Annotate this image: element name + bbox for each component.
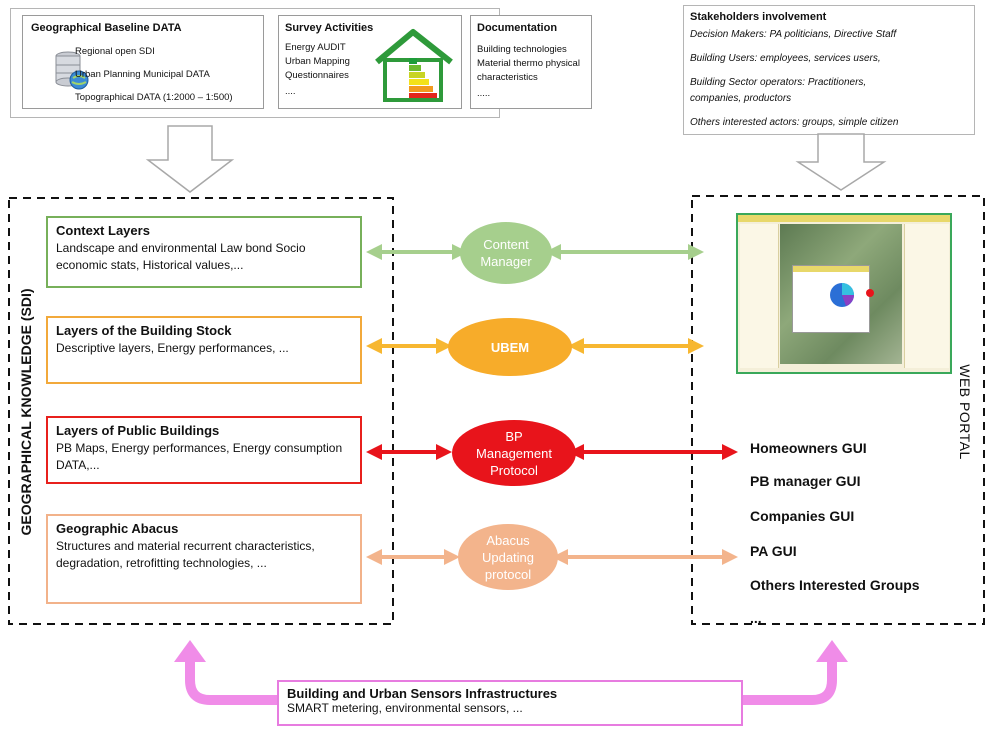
layer-public-buildings-desc: PB Maps, Energy performances, Energy con… [56, 441, 343, 472]
documentation-title: Documentation [477, 22, 558, 34]
baseline-box: Geographical Baseline DATA Regional open… [22, 15, 264, 109]
baseline-title: Geographical Baseline DATA [31, 22, 182, 34]
stakeholders-title: Stakeholders involvement [690, 11, 827, 23]
documentation-line-3: characteristics [477, 72, 538, 83]
protocol-ubem-label: UBEM [490, 339, 530, 355]
sensor-arrow-left [174, 640, 280, 705]
documentation-line-1: Building technologies [477, 44, 567, 55]
portal-thumb-legend [904, 224, 949, 368]
protocol-ubem: UBEM [448, 318, 572, 376]
sensors-title: Building and Urban Sensors Infrastructur… [287, 686, 558, 701]
layer-context-title: Context Layers [56, 223, 150, 238]
protocol-bp-management: BP Management Protocol [452, 420, 576, 486]
survey-line-4: .... [285, 86, 296, 97]
layer-geographic-abacus-title: Geographic Abacus [56, 521, 179, 536]
gui-homeowners: Homeowners GUI [750, 440, 867, 456]
stakeholders-line-3: Building Sector operators: Practitioners… [690, 77, 867, 88]
documentation-box: Documentation Building technologies Mate… [470, 15, 592, 109]
protocol-abacus-updating: Abacus Updating protocol [458, 524, 558, 590]
portal-vertical-label: WEB PORTAL [957, 364, 973, 460]
portal-thumb-header [738, 215, 950, 222]
layer-geographic-abacus-desc: Structures and material recurrent charac… [56, 539, 315, 570]
double-arrow-ubem [366, 338, 704, 354]
stakeholders-line-1: Decision Makers: PA politicians, Directi… [690, 29, 897, 40]
baseline-line-1: Regional open SDI [75, 46, 155, 57]
survey-title: Survey Activities [285, 22, 374, 34]
portal-pie-icon [830, 283, 854, 307]
layer-building-stock: Layers of the Building Stock Descriptive… [46, 316, 362, 384]
layer-context: Context Layers Landscape and environment… [46, 216, 362, 288]
stakeholders-line-4: companies, productors [690, 93, 792, 104]
layer-building-stock-title: Layers of the Building Stock [56, 323, 232, 338]
survey-line-2: Urban Mapping [285, 56, 350, 67]
protocol-abacus-updating-label: Abacus Updating protocol [481, 532, 535, 582]
sensor-arrow-right [742, 640, 848, 705]
database-icon [55, 51, 89, 90]
layer-public-buildings-title: Layers of Public Buildings [56, 423, 220, 438]
double-arrow-abacus [366, 549, 738, 565]
baseline-line-3: Topographical DATA (1:2000 – 1:500) [75, 92, 233, 103]
baseline-line-2: Urban Planning Municipal DATA [75, 69, 210, 80]
stakeholders-line-2: Building Users: employees, services user… [690, 53, 881, 64]
web-portal-screenshot [736, 213, 952, 374]
protocol-content-manager: Content Manager [460, 222, 552, 284]
sdi-dashed-frame [8, 197, 394, 625]
survey-line-1: Energy AUDIT [285, 42, 346, 53]
gui-others: Others Interested Groups [750, 577, 920, 593]
gui-companies: Companies GUI [750, 508, 855, 524]
down-arrow-right [795, 133, 887, 191]
documentation-line-4: ..... [477, 88, 491, 99]
protocol-content-manager-label: Content Manager [480, 237, 532, 269]
layer-public-buildings: Layers of Public Buildings PB Maps, Ener… [46, 416, 362, 484]
portal-dashed-frame [691, 195, 985, 625]
survey-box: Survey Activities Energy AUDIT Urban Map… [278, 15, 462, 109]
double-arrow-bp [366, 444, 738, 460]
gui-pa: PA GUI [750, 543, 797, 559]
stakeholders-line-5: Others interested actors: groups, simple… [690, 117, 899, 128]
layer-geographic-abacus: Geographic Abacus Structures and materia… [46, 514, 362, 604]
survey-line-3: Questionnaires [285, 70, 349, 81]
documentation-line-2: Material thermo physical [477, 58, 580, 69]
layer-building-stock-desc: Descriptive layers, Energy performances,… [56, 341, 289, 355]
portal-map-marker [866, 289, 874, 297]
energy-label-house-icon [375, 29, 453, 102]
portal-thumb-sidebar [740, 224, 779, 368]
sdi-vertical-label: GEOGRAPHICAL KNOWLEDGE (SDI) [18, 288, 34, 536]
stakeholders-box: Stakeholders involvement Decision Makers… [683, 5, 975, 135]
gui-more: ... [750, 610, 762, 626]
protocol-bp-management-label: BP Management Protocol [476, 428, 552, 478]
sensors-desc: SMART metering, environmental sensors, .… [287, 701, 523, 715]
down-arrow-left [145, 125, 235, 193]
portal-thumb-popup [792, 265, 870, 333]
layer-context-desc: Landscape and environmental Law bond Soc… [56, 241, 306, 272]
sensors-box: Building and Urban Sensors Infrastructur… [277, 680, 743, 726]
gui-pb-manager: PB manager GUI [750, 473, 861, 489]
double-arrow-content [366, 244, 704, 260]
